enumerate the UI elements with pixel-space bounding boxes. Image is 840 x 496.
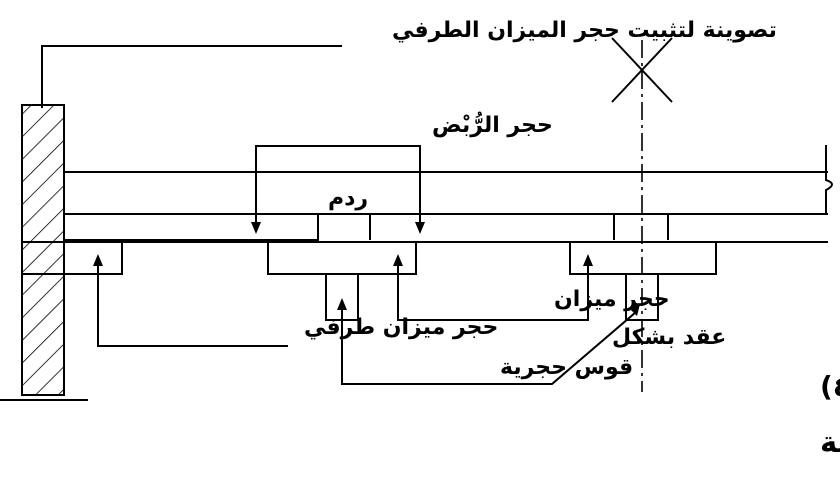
leader-stone-arch xyxy=(341,300,637,385)
arrow-rabd-right xyxy=(415,222,425,234)
rabd-stone-3 xyxy=(667,213,828,240)
label-stone-arch: قوس حجرية xyxy=(500,355,633,380)
arrow-arch-left xyxy=(337,298,347,310)
arrow-mizan-right xyxy=(583,254,593,266)
mizan-stone-1 xyxy=(267,242,417,275)
label-fill: ردم xyxy=(328,186,368,211)
break-symbol xyxy=(825,145,833,214)
label-edge-mizan-stone: حجر ميزان طرفي xyxy=(304,315,498,340)
rabd-stone-1 xyxy=(63,213,319,241)
label-rabd-stone: حجر الرُّبْض xyxy=(432,111,553,138)
arrow-rabd-left xyxy=(251,222,261,234)
label-mizan-stone: حجر ميزان xyxy=(554,287,670,312)
wall-section xyxy=(21,104,65,396)
leader-rabd-stone xyxy=(255,145,421,232)
edge-mizan-stone xyxy=(21,242,123,275)
rabd-stone-2 xyxy=(369,213,615,240)
label-arch-shaped: عقد بشكل xyxy=(612,325,726,350)
figure-number: الشكل (٤) xyxy=(820,370,840,403)
label-edge-anchor: تصوينة لتثبيت حجر الميزان الطرفي xyxy=(392,18,777,43)
leader-edge-mizan xyxy=(97,256,288,347)
leader-edge-anchor xyxy=(41,45,342,108)
axis-cross-b xyxy=(611,37,673,103)
leader-mizan-stone xyxy=(397,256,589,321)
arrow-mizan-left xyxy=(393,254,403,266)
arrow-edge-mizan xyxy=(93,254,103,266)
arrow-arch-right xyxy=(629,304,640,316)
figure-caption: الرُّبْض والميزان في الأسقف المستوية xyxy=(820,424,840,459)
mizan-stone-2 xyxy=(569,242,717,275)
